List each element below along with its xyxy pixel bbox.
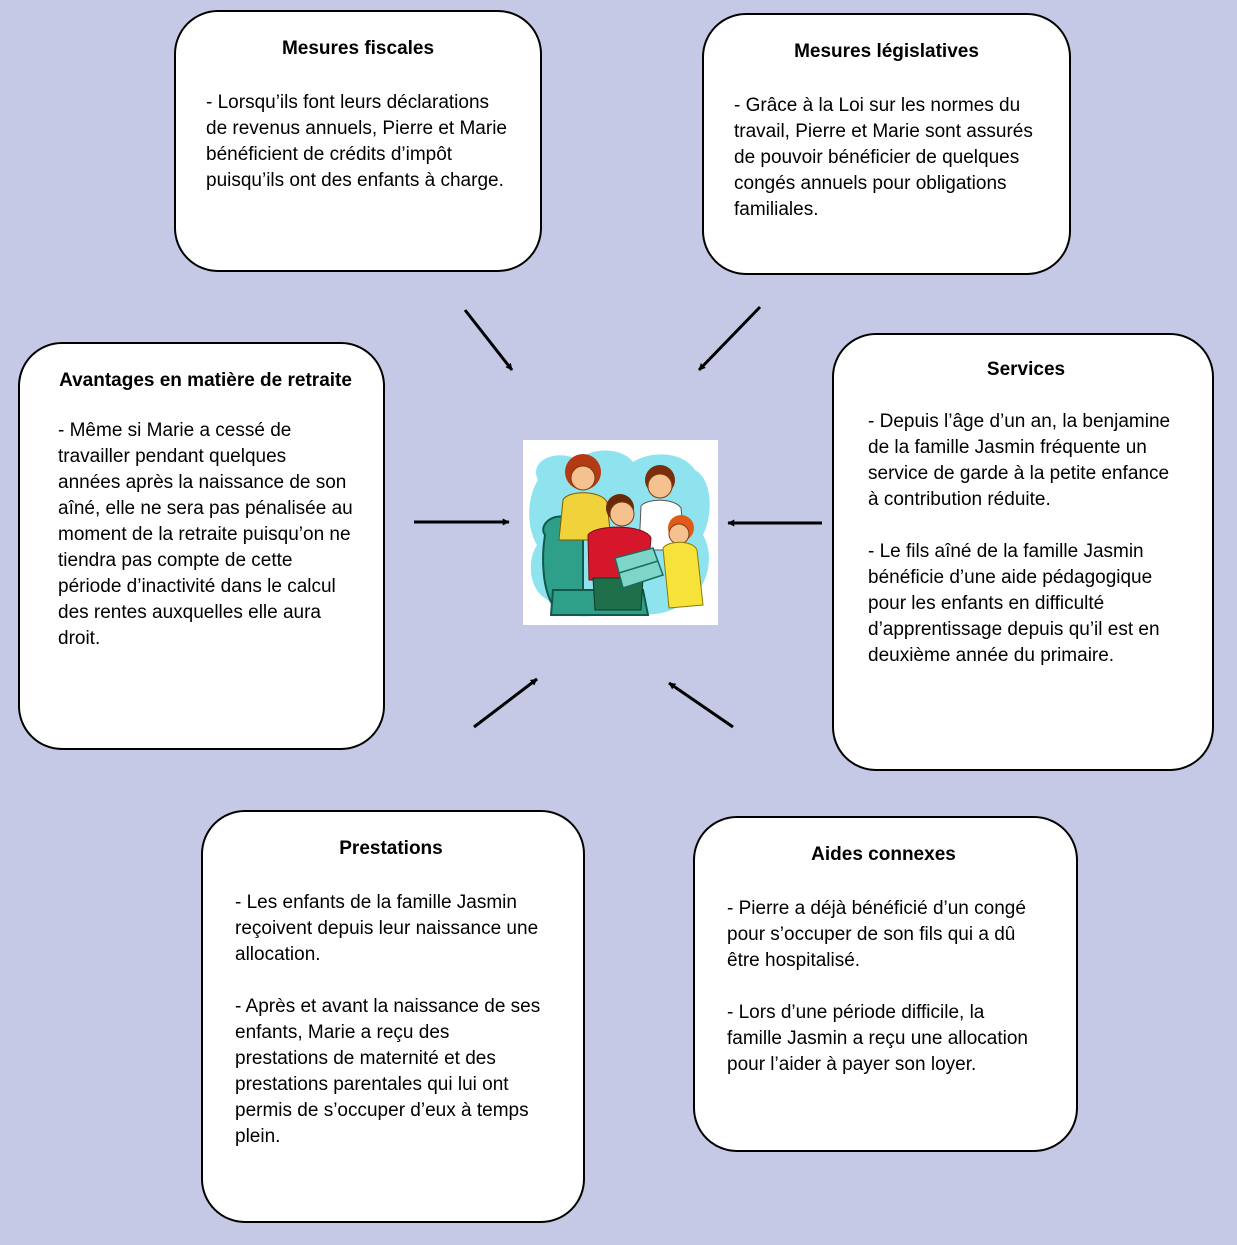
box-title: Avantages en matière de retraite [59,370,352,391]
box-services: Services - Depuis l’âge d’un an, la benj… [832,333,1214,771]
box-avantages-retraite: Avantages en matière de retraite - Même … [18,342,385,750]
box-text: - Lors d’une période difficile, la famil… [727,1002,1028,1075]
box-prestations: Prestations - Les enfants de la famille … [201,810,585,1223]
box-text: - Même si Marie a cessé de travailler pe… [58,420,353,649]
box-text: - Pierre a déjà bénéficié d’un congé pou… [727,898,1026,971]
arrow-legislatives-to-family [697,305,762,372]
arrow-fiscales-to-family [463,309,514,371]
box-aides-connexes: Aides connexes - Pierre a déjà bénéficié… [693,816,1078,1152]
box-text: - Le fils aîné de la famille Jasmin béné… [868,541,1160,666]
box-text: - Lorsqu’ils font leurs déclarations de … [206,92,507,191]
box-text: - Grâce à la Loi sur les normes du trava… [734,95,1033,220]
box-text: - Après et avant la naissance de ses enf… [235,996,541,1147]
family-illustration [529,450,710,617]
box-mesures-legislatives: Mesures législatives - Grâce à la Loi su… [702,13,1071,275]
box-text: - Depuis l’âge d’un an, la benjamine de … [868,411,1171,510]
arrow-prestations-to-family [473,677,538,729]
box-title: Services [986,359,1066,380]
arrow-connexes-to-family [668,681,734,729]
box-title: Mesures fiscales [281,38,435,59]
box-title: Mesures législatives [794,41,979,62]
box-title: Aides connexes [811,844,956,865]
box-mesures-fiscales: Mesures fiscales - Lorsqu’ils font leurs… [174,10,542,272]
box-text: - Les enfants de la famille Jasmin reçoi… [235,892,539,965]
box-title: Prestations [339,838,443,859]
family-clipart [523,440,718,625]
